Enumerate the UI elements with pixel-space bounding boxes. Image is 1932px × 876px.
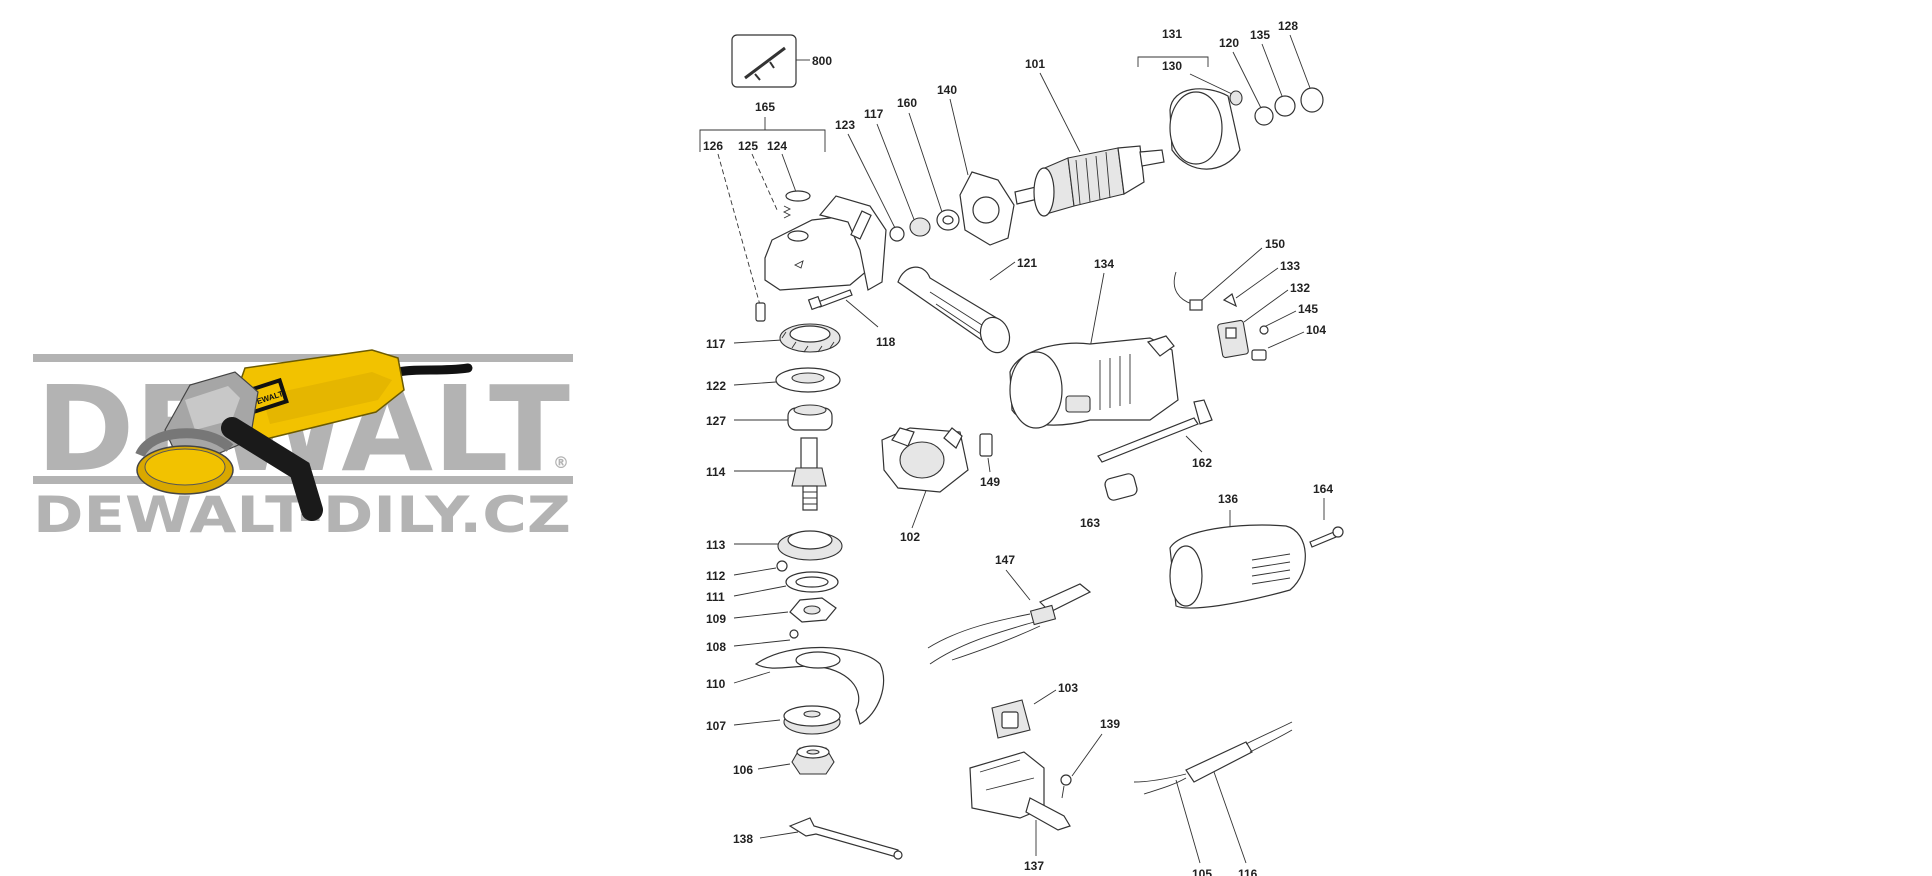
part-121-side-handle — [897, 266, 1011, 354]
label-131: 131 — [1162, 27, 1182, 41]
group-bracket-131 — [1137, 56, 1209, 67]
label-134: 134 — [1094, 257, 1114, 271]
label-124: 124 — [767, 139, 787, 153]
label-165: 165 — [755, 100, 775, 114]
part-163-switch-button — [1104, 473, 1138, 501]
label-137: 137 — [1024, 859, 1044, 873]
label-112: 112 — [706, 569, 726, 583]
part-107-flange — [783, 705, 841, 735]
part-130-brush-ring — [1169, 88, 1243, 170]
part-137-switch-housing — [969, 751, 1071, 831]
label-138: 138 — [733, 832, 753, 846]
label-800: 800 — [812, 54, 832, 68]
label-132: 132 — [1290, 281, 1310, 295]
label-102: 102 — [900, 530, 920, 544]
label-109: 109 — [706, 612, 726, 626]
part-132-brush-holder — [1217, 319, 1249, 359]
label-128: 128 — [1278, 19, 1298, 33]
label-122: 122 — [706, 379, 726, 393]
label-123: 123 — [835, 118, 855, 132]
label-116: 116 — [1238, 867, 1258, 876]
label-103: 103 — [1058, 681, 1078, 695]
part-128-ring — [1300, 87, 1324, 113]
part-109-clamp-plate — [789, 597, 837, 623]
label-133: 133 — [1280, 259, 1300, 273]
part-112-screw — [776, 560, 788, 572]
part-149-terminal — [979, 433, 993, 457]
label-107: 107 — [706, 719, 726, 733]
part-118-screw — [807, 289, 879, 328]
part-106-flange-nut — [791, 745, 835, 775]
part-124-oring — [785, 190, 811, 202]
part-104-carbon-brush — [1251, 349, 1267, 361]
label-149: 149 — [980, 475, 1000, 489]
label-111: 111 — [706, 590, 725, 604]
part-126-pin — [755, 302, 766, 322]
part-gear-case — [764, 195, 887, 291]
part-138-spanner — [788, 817, 903, 860]
part-123-bearing — [889, 226, 905, 242]
label-110: 110 — [706, 677, 726, 691]
label-121: 121 — [1017, 256, 1037, 270]
label-117b: 117 — [706, 337, 726, 351]
part-105-cord-ends — [1133, 773, 1187, 795]
part-134-motor-housing — [1009, 335, 1179, 429]
label-163: 163 — [1080, 516, 1100, 530]
label-126: 126 — [703, 139, 723, 153]
part-140-baffle — [959, 171, 1015, 246]
part-147-wiring-harness — [927, 583, 1092, 665]
registered-mark: ® — [553, 453, 569, 472]
label-120: 120 — [1219, 36, 1239, 50]
angle-grinder-photo: DEWALT — [135, 349, 473, 521]
part-102-field-coil — [881, 427, 969, 493]
label-108: 108 — [706, 640, 726, 654]
part-110-wheel-guard — [754, 646, 885, 725]
part-145-screw — [1259, 325, 1269, 335]
part-164-screw — [1309, 526, 1344, 548]
label-150: 150 — [1265, 237, 1285, 251]
group-bracket-165 — [699, 117, 826, 152]
part-114-spindle — [791, 437, 827, 511]
part-108-screw — [789, 629, 799, 639]
label-113: 113 — [706, 538, 726, 552]
part-139-screw — [1060, 774, 1072, 799]
part-127-bearing — [787, 404, 833, 431]
part-162-switch-rod — [1097, 399, 1213, 463]
label-140: 140 — [937, 83, 957, 97]
part-117-bevel-gear — [779, 323, 841, 353]
label-127: 127 — [706, 414, 726, 428]
label-162: 162 — [1192, 456, 1212, 470]
label-106: 106 — [733, 763, 753, 777]
part-133-spring — [1222, 293, 1238, 308]
part-103-switch — [991, 699, 1031, 739]
part-136-rear-cover — [1169, 524, 1306, 609]
part-800-accessory-box — [731, 34, 810, 88]
part-113-bearing-housing — [777, 530, 843, 561]
label-135: 135 — [1250, 28, 1270, 42]
label-101: 101 — [1025, 57, 1045, 71]
label-139: 139 — [1100, 717, 1120, 731]
label-164: 164 — [1313, 482, 1333, 496]
part-150-brush-lead — [1173, 271, 1203, 311]
part-101-armature — [1014, 145, 1165, 217]
part-117-needle-bearing — [909, 217, 931, 237]
label-160: 160 — [897, 96, 917, 110]
part-120-washer — [1254, 106, 1274, 126]
label-125: 125 — [738, 139, 758, 153]
label-145: 145 — [1298, 302, 1318, 316]
part-135-bearing — [1274, 95, 1296, 117]
label-147: 147 — [995, 553, 1015, 567]
label-104: 104 — [1306, 323, 1326, 337]
label-130: 130 — [1162, 59, 1182, 73]
label-105: 105 — [1192, 867, 1212, 876]
part-125-spring — [782, 205, 792, 219]
label-118: 118 — [876, 335, 896, 349]
part-116-power-cord — [1185, 721, 1293, 783]
label-136: 136 — [1218, 492, 1238, 506]
label-117a: 117 — [864, 107, 884, 121]
label-114: 114 — [706, 465, 726, 479]
